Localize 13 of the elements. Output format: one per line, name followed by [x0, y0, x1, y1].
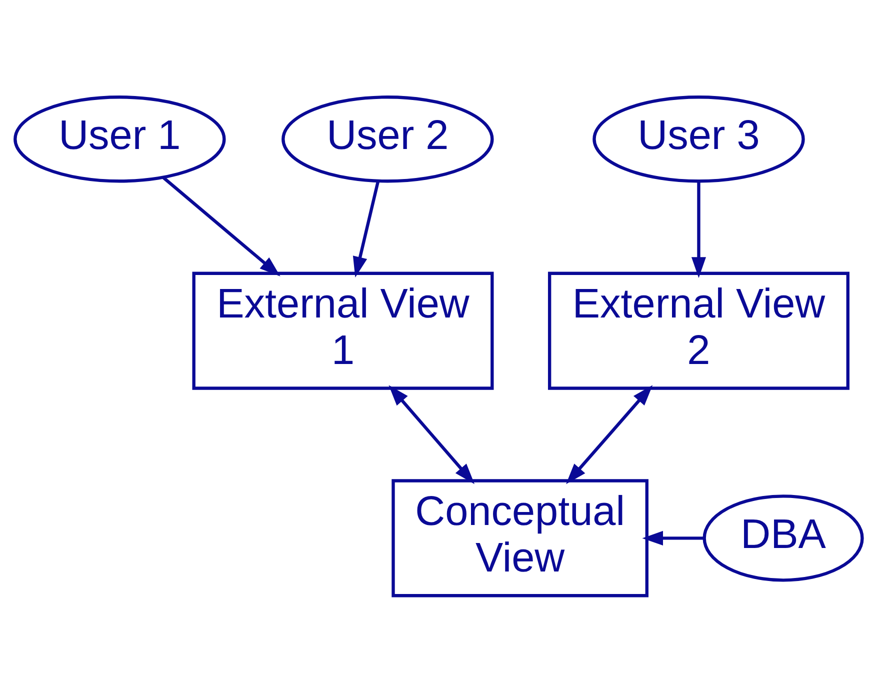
node-box: External View 2	[548, 271, 850, 390]
arrow	[642, 530, 704, 545]
arrow	[352, 180, 380, 278]
node-ellipse: User 2	[282, 95, 494, 182]
node-box: Conceptual View	[392, 478, 648, 597]
node-ellipse: DBA	[702, 494, 864, 582]
arrow	[566, 384, 653, 484]
node-ellipse: User 1	[14, 95, 226, 182]
arrow	[162, 176, 280, 276]
node-box: External View 1	[192, 271, 494, 390]
arrow	[691, 180, 706, 278]
arrow	[388, 384, 475, 484]
node-ellipse: User 3	[592, 95, 805, 182]
